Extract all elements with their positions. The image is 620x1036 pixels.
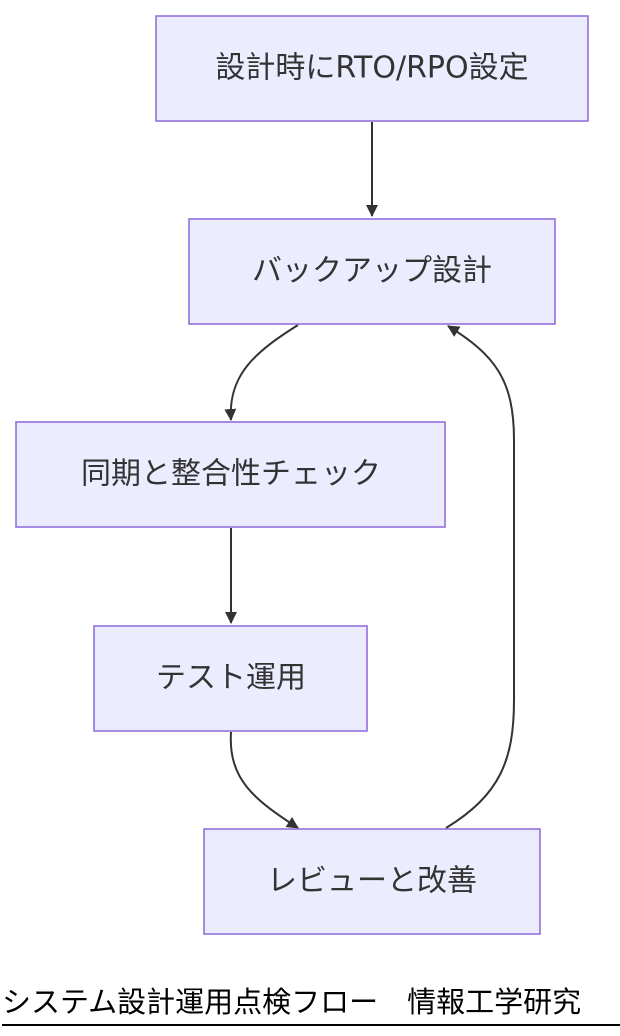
- node-test: テスト運用: [93, 625, 368, 732]
- edge-backup-to-sync: [224, 324, 299, 421]
- node-review: レビューと改善: [203, 828, 541, 935]
- node-sync-label: 同期と整合性チェック: [81, 457, 381, 492]
- node-backup-box: [188, 218, 556, 325]
- caption: システム設計運用点検フロー 情報工学研究: [2, 984, 620, 1026]
- edge-test-to-review: [229, 731, 299, 829]
- node-backup: バックアップ設計: [188, 218, 556, 325]
- node-rto-rpo: 設計時にRTO/RPO設定: [155, 15, 589, 122]
- node-sync: 同期と整合性チェック: [15, 421, 446, 528]
- node-backup-label: バックアップ設計: [252, 254, 492, 289]
- node-test-label: テスト運用: [156, 661, 306, 696]
- node-rto-rpo-label: 設計時にRTO/RPO設定: [215, 51, 528, 86]
- caption-text: システム設計運用点検フロー 情報工学研究: [2, 985, 582, 1019]
- node-rto-rpo-box: [155, 15, 589, 122]
- edge-review-to-backup: [445, 325, 515, 829]
- node-test-box: [93, 625, 368, 732]
- node-sync-box: [15, 421, 446, 528]
- node-review-box: [203, 828, 541, 935]
- flowchart-diagram: 設計時にRTO/RPO設定 バックアップ設計 同期と整合性チェック テスト運用 …: [15, 15, 589, 935]
- edges: [224, 122, 515, 829]
- node-review-label: レビューと改善: [267, 864, 477, 899]
